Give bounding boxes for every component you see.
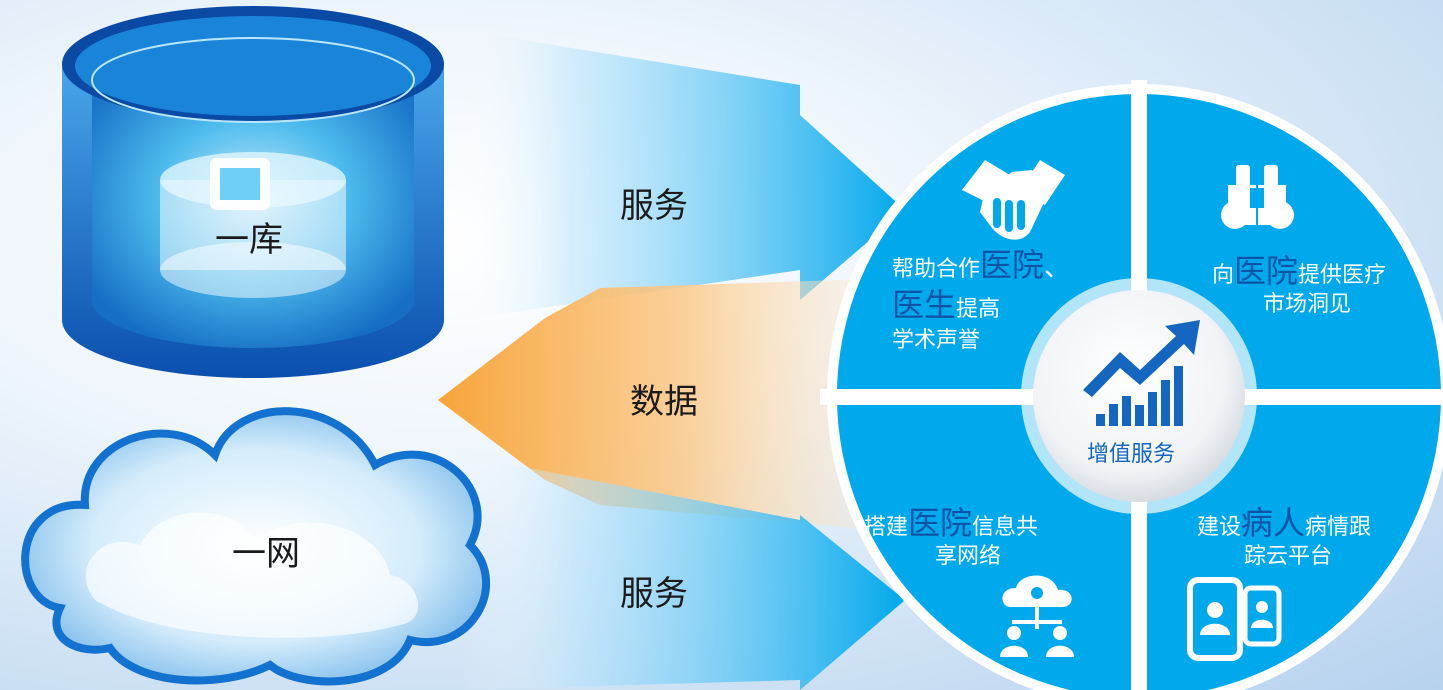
quadrant-bottom-right-line1-big: 病人 — [1241, 504, 1306, 542]
quadrant-bottom-right-line1-post: 病情跟 — [1305, 515, 1372, 540]
quadrant-top-left-line3: 学术声誉 — [892, 328, 981, 353]
service-arrow-bottom — [460, 455, 905, 690]
quadrant-bottom-left-line1-post: 信息共 — [972, 515, 1039, 540]
quadrant-bottom-left-line2: 享网络 — [935, 544, 1002, 569]
data-arrow-label: 数据 — [630, 382, 698, 422]
library-label: 一库 — [215, 220, 283, 260]
quadrant-bottom-right-line2: 踪云平台 — [1244, 544, 1333, 569]
service-arrow-bottom-label: 服务 — [620, 574, 688, 614]
quadrant-top-left-line2: 医生提高 — [892, 280, 1000, 326]
quadrant-top-right-line1-pre: 向 — [1212, 263, 1235, 288]
service-circle — [820, 80, 1443, 690]
quadrant-bottom-right-line1-pre: 建设 — [1197, 515, 1242, 540]
service-arrow-top — [460, 30, 905, 320]
quadrant-top-left-line2-post: 提高 — [956, 297, 1001, 322]
growth-chart-icon — [1083, 320, 1200, 426]
mobile-patient-icon — [1187, 577, 1282, 661]
handshake-icon — [962, 160, 1065, 240]
network-users-icon — [1000, 575, 1074, 657]
center-label: 增值服务 — [1087, 442, 1176, 467]
quadrant-top-right-line1-big: 医院 — [1234, 252, 1299, 290]
quadrant-top-right-line1-post: 提供医疗 — [1298, 263, 1387, 288]
quadrant-bottom-right-line1: 建设病人病情跟 — [1197, 498, 1371, 544]
binoculars-icon — [1221, 165, 1294, 229]
quadrant-top-left-line1: 帮助合作医院、 — [892, 240, 1070, 286]
quadrant-top-right-line2: 市场洞见 — [1263, 292, 1352, 317]
quadrant-bottom-left-line1-big: 医院 — [908, 504, 973, 542]
quadrant-top-left-line1-pre: 帮助合作 — [892, 257, 981, 282]
cloud-icon — [21, 407, 491, 686]
network-label: 一网 — [232, 534, 300, 574]
service-arrow-top-label: 服务 — [620, 186, 688, 226]
quadrant-bottom-left-line1: 搭建医院信息共 — [864, 498, 1038, 544]
database-icon — [62, 6, 444, 378]
quadrant-top-left-line2-big: 医生 — [892, 286, 957, 324]
quadrant-bottom-left-line1-pre: 搭建 — [864, 515, 909, 540]
quadrant-top-left-line1-big: 医院 — [980, 246, 1045, 284]
quadrant-top-left-line1-post: 、 — [1044, 253, 1071, 283]
quadrant-top-right-line1: 向医院提供医疗 — [1212, 246, 1386, 292]
